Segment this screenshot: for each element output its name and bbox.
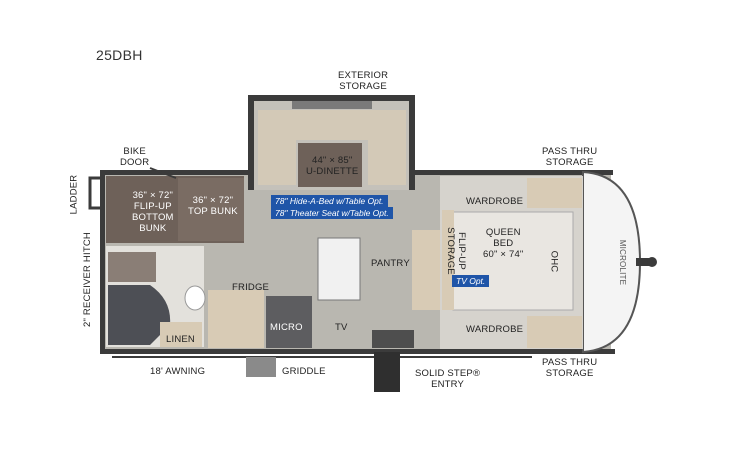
label-wardrobe-top: WARDROBE: [466, 196, 524, 207]
hitch-tongue: [636, 258, 650, 266]
wall-bottom: [100, 349, 615, 354]
label-line: TOP BUNK: [188, 206, 238, 217]
model-name: 25DBH: [96, 47, 143, 63]
bike-door-swing: [149, 167, 177, 179]
label-line: STORAGE: [545, 157, 594, 168]
label-solid-step: SOLID STEP® ENTRY: [415, 368, 480, 390]
label-line: PASS THRU: [542, 146, 598, 157]
front-cap: [582, 170, 642, 354]
label-ohc: OHC: [548, 250, 560, 273]
label-line: STORAGE: [444, 227, 456, 275]
bath-sink: [108, 252, 156, 282]
label-line: 44" × 85": [311, 155, 353, 166]
label-line: FLIP-UP: [455, 232, 467, 270]
wardrobe-bottom: [527, 316, 582, 348]
label-line: BED: [493, 238, 514, 249]
label-tv: TV: [335, 322, 348, 333]
label-receiver-hitch: 2" RECEIVER HITCH: [81, 232, 93, 327]
label-pass-thru-top: PASS THRU STORAGE: [542, 146, 597, 168]
option-hide-a-bed: 78" Hide-A-Bed w/Table Opt.: [271, 195, 388, 207]
counter: [266, 296, 312, 348]
label-line: 36" × 72": [192, 195, 234, 206]
label-line: PASS THRU: [542, 357, 598, 368]
griddle: [246, 357, 276, 377]
label-top-bunk: 36" × 72" TOP BUNK: [188, 195, 238, 217]
label-line: 36" × 72": [132, 190, 174, 201]
wall-left: [100, 170, 105, 354]
label-dinette: 44" × 85" U-DINETTE: [306, 155, 358, 177]
slideout-wall: [248, 95, 415, 101]
label-flipup-bunk: 36" × 72" FLIP-UP BOTTOM BUNK: [132, 190, 174, 234]
label-line: U-DINETTE: [306, 166, 359, 177]
toilet: [184, 285, 206, 311]
shower: [108, 285, 171, 345]
dinette-bench-left: [258, 110, 296, 185]
label-awning: 18' AWNING: [150, 366, 206, 377]
option-tv: TV Opt.: [452, 275, 490, 287]
slideout-wall-left: [248, 95, 254, 190]
ladder: [88, 176, 104, 210]
linen-cabinet: [160, 322, 202, 347]
pantry-island: [317, 237, 361, 301]
label-griddle: GRIDDLE: [282, 366, 326, 377]
label-ladder: LADDER: [68, 174, 80, 215]
dinette-bench-right: [368, 110, 406, 185]
label-line: STORAGE: [339, 81, 387, 92]
option-theater-seat: 78" Theater Seat w/Table Opt.: [271, 207, 393, 219]
exterior-storage-hatch: [292, 101, 372, 109]
label-line: QUEEN: [485, 227, 521, 238]
kitchen-sink: [372, 330, 414, 348]
dinette-table: [298, 143, 362, 187]
label-flipup-storage: FLIP-UP STORAGE: [445, 227, 467, 275]
label-line: DOOR: [120, 157, 150, 168]
label-linen: LINEN: [166, 334, 195, 345]
wall-top-left: [100, 170, 250, 175]
slideout-wall-right: [409, 95, 415, 190]
label-line: BOTTOM: [132, 212, 174, 223]
label-line: BUNK: [139, 223, 167, 234]
label-micro: MICRO: [270, 322, 303, 333]
label-line: SOLID STEP®: [415, 368, 481, 379]
label-exterior-storage: EXTERIOR STORAGE: [338, 70, 388, 92]
label-line: STORAGE: [545, 368, 594, 379]
label-fridge: FRIDGE: [232, 282, 270, 293]
label-queen-bed: QUEEN BED 60" × 74": [483, 227, 524, 260]
wall-top-right: [413, 170, 613, 175]
wardrobe-top: [527, 178, 582, 208]
label-line: FLIP-UP: [133, 201, 172, 212]
label-pass-thru-bottom: PASS THRU STORAGE: [542, 357, 597, 379]
flipup-storage: [442, 210, 454, 310]
label-line: BIKE: [123, 146, 146, 157]
label-line: ENTRY: [431, 379, 465, 390]
label-line: EXTERIOR: [338, 70, 389, 81]
top-bunk: [178, 178, 244, 241]
entry-step: [374, 352, 400, 392]
label-line: 60" × 74": [483, 249, 524, 260]
fridge: [208, 290, 264, 348]
queen-bed: [452, 211, 574, 311]
brand-mark: MICROLITE: [618, 239, 628, 286]
jack: [647, 257, 657, 267]
tv-pedestal: [412, 230, 440, 310]
label-pantry: PANTRY: [371, 258, 410, 269]
label-bike-door: BIKE DOOR: [120, 146, 149, 168]
label-wardrobe-bottom: WARDROBE: [466, 324, 524, 335]
